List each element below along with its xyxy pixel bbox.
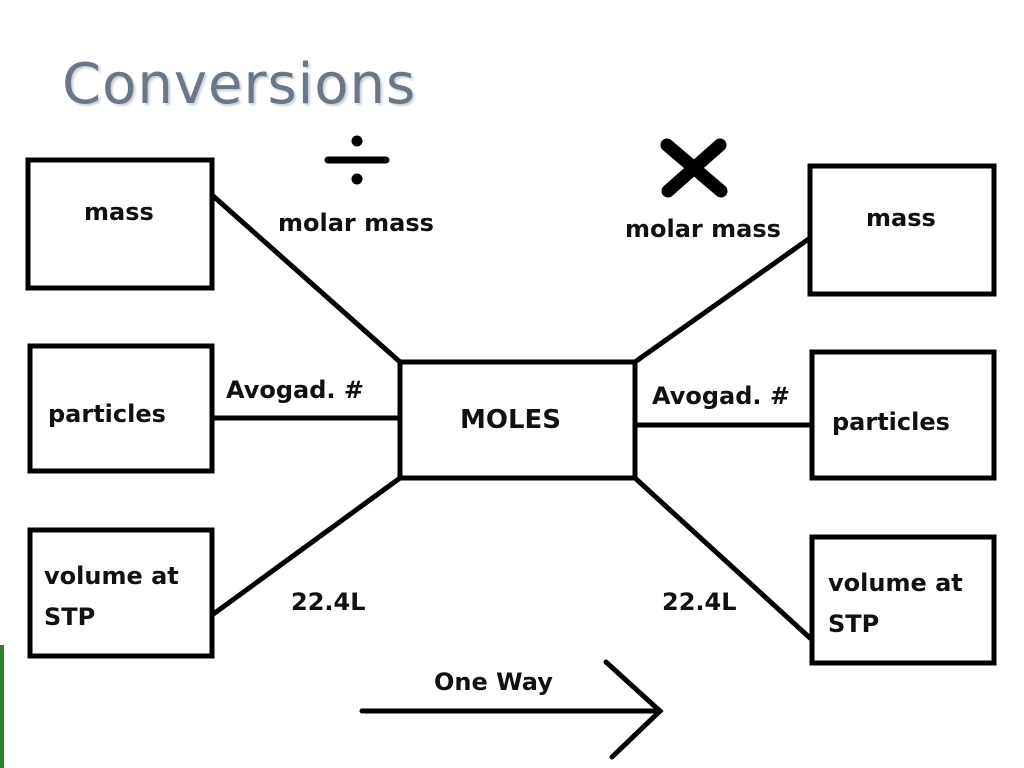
top-border — [0, 0, 1024, 6]
left-mass-label: mass — [84, 198, 154, 226]
moles-box: MOLES — [397, 359, 638, 481]
right-mass-label: mass — [866, 204, 936, 232]
side-accent-bar — [0, 645, 4, 768]
moles-label: MOLES — [460, 405, 561, 435]
multiply-icon — [660, 138, 728, 198]
left-mass-box: mass — [25, 157, 215, 291]
right-mass-link-label: molar mass — [625, 215, 781, 243]
right-volume-label-line2: STP — [828, 610, 879, 638]
right-particles-link-label: Avogad. # — [652, 382, 790, 410]
right-particles-label: particles — [832, 408, 950, 436]
link-right-mass — [632, 235, 813, 365]
right-volume-box: volume at STP — [809, 534, 997, 666]
left-volume-box: volume at STP — [27, 527, 215, 659]
left-particles-box: particles — [27, 343, 215, 474]
left-particles-link-label: Avogad. # — [226, 376, 364, 404]
divide-icon — [324, 135, 390, 185]
slide-title: Conversions — [62, 52, 417, 117]
right-arrow-icon — [359, 659, 664, 760]
right-volume-label-line1: volume at — [828, 569, 963, 597]
right-mass-box: mass — [807, 163, 997, 297]
link-left-mass — [209, 192, 403, 365]
direction-label: One Way — [434, 668, 553, 696]
left-volume-label-line1: volume at — [44, 562, 179, 590]
left-particles-label: particles — [48, 400, 166, 428]
link-left-volume — [209, 475, 403, 618]
right-volume-link-label: 22.4L — [662, 588, 737, 616]
left-volume-link-label: 22.4L — [291, 588, 366, 616]
right-particles-box: particles — [809, 349, 997, 481]
left-mass-link-label: molar mass — [278, 209, 434, 237]
left-volume-label-line2: STP — [44, 603, 95, 631]
link-right-volume — [632, 475, 813, 641]
